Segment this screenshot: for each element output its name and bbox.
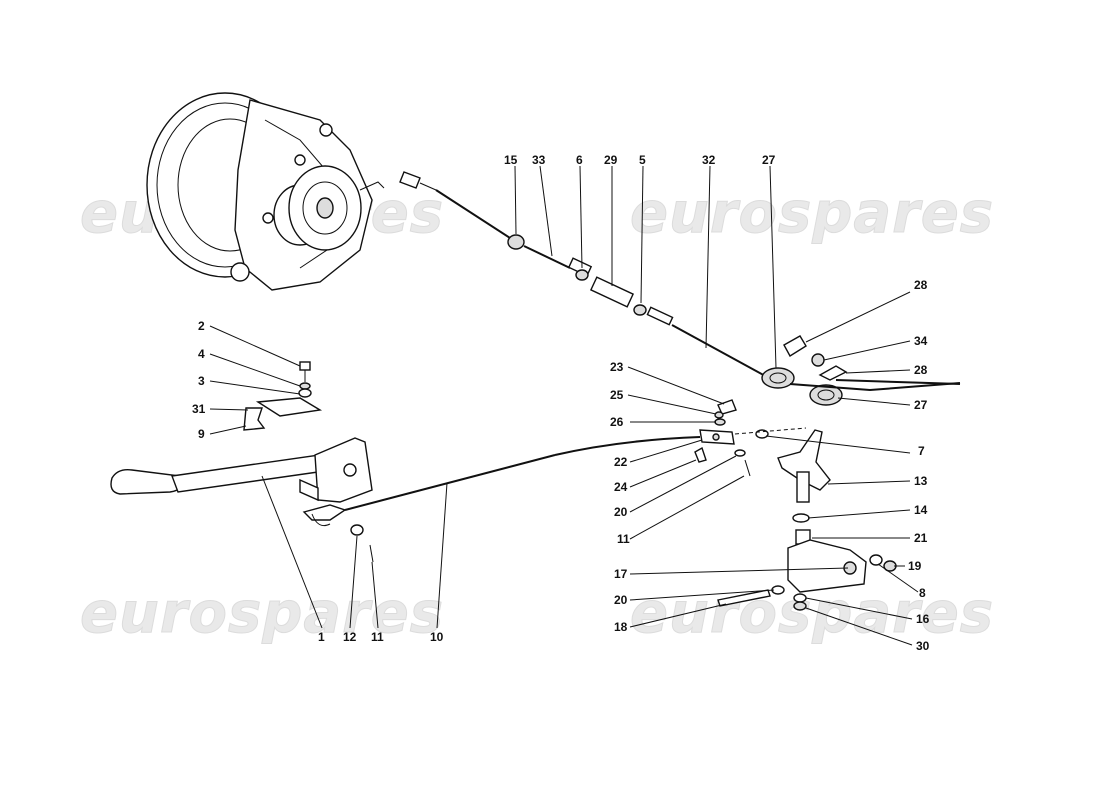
brake-disc-assembly: [146, 92, 385, 291]
callout-11-right: 11: [617, 532, 630, 546]
watermark-bottom-left: eurospares: [80, 581, 444, 646]
callout-30: 30: [916, 639, 930, 653]
callout-numbers: 15 33 6 29 5 32 27 28 34 28 27 23 25 26 …: [192, 153, 930, 653]
callout-20-lower: 20: [614, 593, 628, 607]
callout-18: 18: [614, 620, 628, 634]
mounting-hardware: [243, 361, 374, 563]
callout-14: 14: [914, 503, 928, 517]
callout-6: 6: [576, 153, 583, 167]
callout-16: 16: [916, 612, 930, 626]
callout-8: 8: [919, 586, 926, 600]
callout-20-upper: 20: [614, 505, 628, 519]
callout-28-bottom: 28: [914, 363, 928, 377]
callout-27-bottom: 27: [914, 398, 928, 412]
callout-31: 31: [192, 402, 206, 416]
callout-26: 26: [610, 415, 624, 429]
watermark-top-right: eurospares: [630, 181, 994, 246]
callout-13: 13: [914, 474, 928, 488]
leader-lines: [209, 165, 919, 646]
callout-1: 1: [318, 630, 325, 644]
hand-brake-lever: [110, 436, 701, 527]
callout-17: 17: [614, 567, 628, 581]
callout-25: 25: [610, 388, 624, 402]
callout-12: 12: [343, 630, 357, 644]
caliper-cable: [399, 171, 781, 385]
callout-33: 33: [532, 153, 546, 167]
callout-34: 34: [914, 334, 928, 348]
callout-32: 32: [702, 153, 716, 167]
callout-4: 4: [198, 347, 205, 361]
callout-3: 3: [198, 374, 205, 388]
callout-21: 21: [914, 531, 928, 545]
callout-10: 10: [430, 630, 444, 644]
callout-15: 15: [504, 153, 518, 167]
callout-27-top: 27: [762, 153, 776, 167]
callout-24: 24: [614, 480, 628, 494]
callout-2: 2: [198, 319, 205, 333]
watermark-bottom-right: eurospares: [630, 581, 994, 646]
callout-28-top: 28: [914, 278, 928, 292]
callout-7: 7: [918, 444, 925, 458]
callout-9: 9: [198, 427, 205, 441]
callout-29: 29: [604, 153, 618, 167]
callout-23: 23: [610, 360, 624, 374]
callout-19: 19: [908, 559, 922, 573]
callout-11-left: 11: [371, 630, 384, 644]
cable-grommets: [761, 335, 961, 406]
callout-5: 5: [639, 153, 646, 167]
callout-22: 22: [614, 455, 628, 469]
